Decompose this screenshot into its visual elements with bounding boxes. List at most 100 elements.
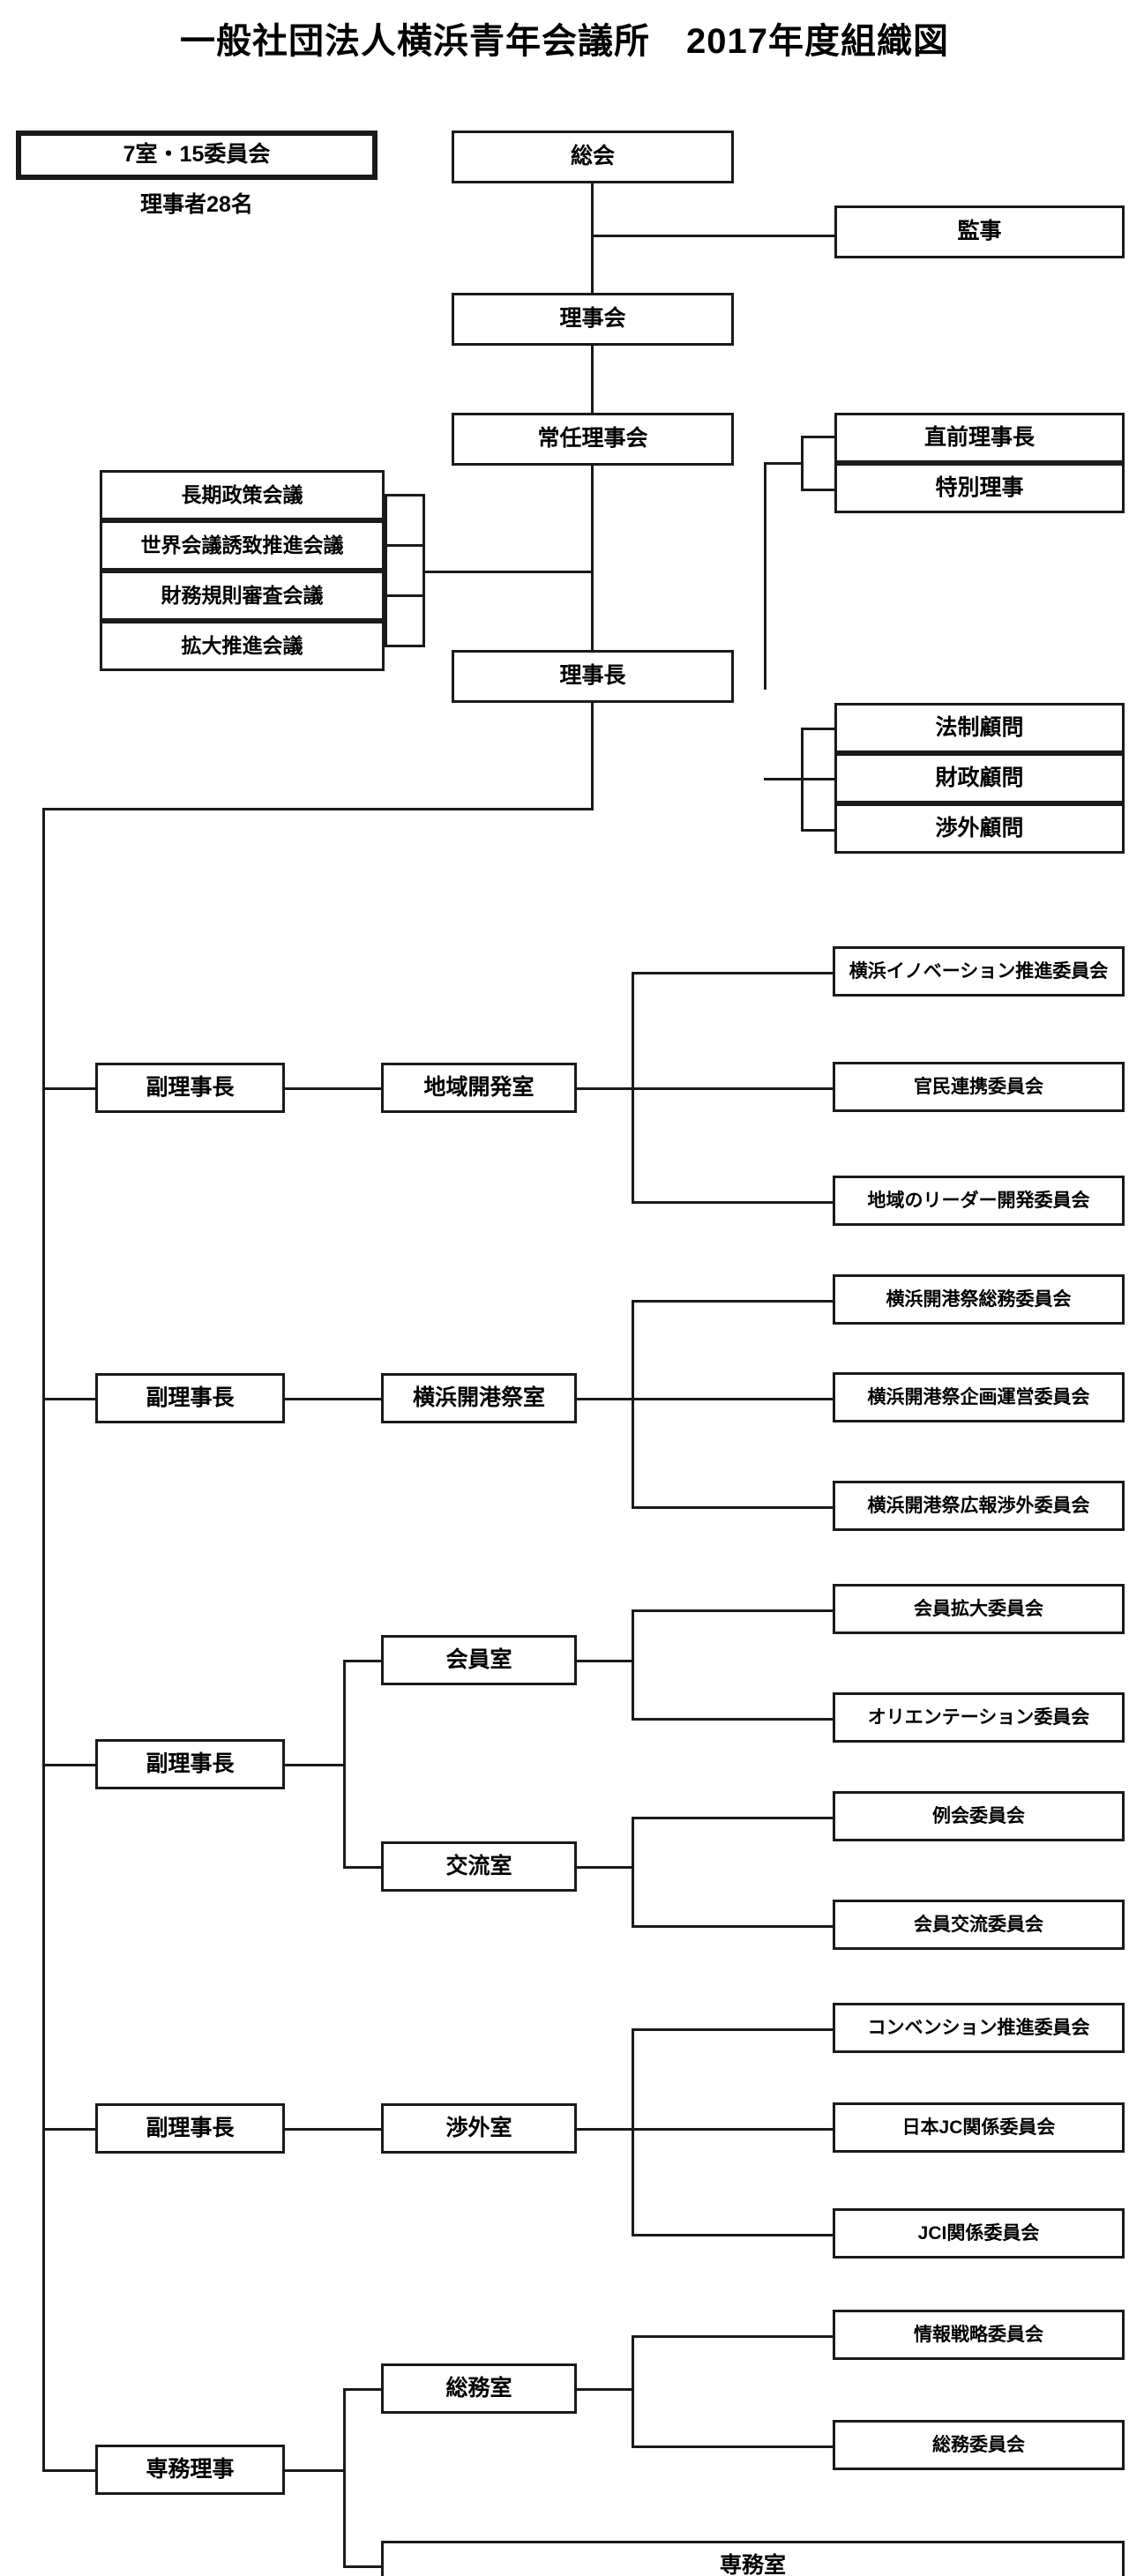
connector-division-4-officer-out (283, 2469, 345, 2472)
node-committee-2-0-0-label: 会員拡大委員会 (914, 1598, 1043, 1619)
node-room-2-1: 交流室 (381, 1841, 577, 1892)
connector-council-3-stub (385, 645, 425, 647)
node-council-3: 拡大推進会議 (100, 621, 385, 671)
node-committee-1-0-0: 横浜開港祭総務委員会 (833, 1274, 1125, 1325)
page-title: 一般社団法人横浜青年会議所 2017年度組織図 (180, 22, 949, 61)
node-president-label: 理事長 (559, 663, 626, 689)
connector-special-officers-outer-spine (764, 462, 766, 690)
connector-division-0-stub (42, 1087, 95, 1090)
connector-room-0-0-out (575, 1087, 633, 1090)
node-council-3-label: 拡大推進会議 (181, 633, 303, 657)
node-room-2-0: 会員室 (381, 1635, 577, 1685)
node-committee-1-0-2-label: 横浜開港祭広報渉外委員会 (867, 1495, 1090, 1516)
connector-room-2-0-committee-spine (632, 1609, 634, 1721)
connector-room-4-0-stub (343, 2388, 383, 2391)
node-auditor-label: 監事 (957, 219, 1002, 244)
connector-division-4-stub (42, 2469, 95, 2472)
node-division-3-officer: 副理事長 (95, 2103, 285, 2154)
connector-president-to-left-trunk (42, 808, 594, 810)
summary-rooms-committees-label: 7室・15委員会 (123, 142, 271, 168)
connector-councils-spine (385, 494, 387, 647)
connector-committee-1-0-0-stub (632, 1300, 834, 1303)
connector-committee-4-0-0-stub (632, 2335, 834, 2338)
connector-room-2-0-out (575, 1660, 633, 1662)
connector-room-1-0-out (575, 1398, 633, 1400)
connector-division-2-rooms-spine (343, 1660, 346, 1869)
connector-committee-3-0-2-stub (632, 2234, 834, 2236)
node-committee-0-0-2-label: 地域のリーダー開発委員会 (867, 1190, 1090, 1211)
connector-room-4-1-stub (343, 2565, 383, 2568)
node-standing-board-label: 常任理事会 (537, 426, 648, 452)
node-committee-1-0-1-label: 横浜開港祭企画運営委員会 (867, 1386, 1090, 1407)
connector-division-3-stub (42, 2128, 95, 2131)
node-committee-1-0-0-label: 横浜開港祭総務委員会 (886, 1288, 1072, 1310)
node-committee-3-0-2: JCI関係委員会 (833, 2208, 1125, 2259)
connector-council-2-stub (385, 594, 425, 597)
connector-room-1-0-committee-spine (632, 1300, 634, 1509)
node-committee-0-0-2: 地域のリーダー開発委員会 (833, 1176, 1125, 1226)
connector-councils-to-president (422, 571, 593, 573)
node-room-1-0-label: 横浜開港祭室 (412, 1385, 545, 1410)
connector-advisors-to-trunk (764, 778, 803, 780)
node-advisor-2: 渉外顧問 (834, 803, 1125, 854)
node-room-0-0-label: 地域開発室 (423, 1074, 535, 1100)
node-advisor-2-label: 渉外顧問 (935, 815, 1024, 840)
connector-committee-2-1-0-stub (632, 1817, 834, 1819)
connector-committee-0-0-1-stub (632, 1087, 834, 1090)
connector-room-2-1-committee-spine (632, 1817, 634, 1928)
node-division-3-officer-label: 副理事長 (146, 2115, 235, 2140)
connector-advisor-0-stub (801, 728, 836, 730)
node-division-4-officer: 専務理事 (95, 2445, 285, 2495)
connector-special-officer-1-stub (801, 489, 836, 491)
node-room-3-0-label: 渉外室 (445, 2115, 512, 2140)
connector-committee-0-0-2-stub (632, 1201, 834, 1204)
node-advisor-0: 法制顧問 (834, 703, 1125, 753)
connector-committee-1-0-1-stub (632, 1398, 834, 1400)
connector-committee-2-0-1-stub (632, 1718, 834, 1721)
node-general-meeting: 総会 (452, 131, 734, 183)
node-committee-0-0-0-label: 横浜イノベーション推進委員会 (849, 960, 1109, 982)
node-advisor-0-label: 法制顧問 (935, 714, 1024, 740)
connector-division-2-officer-out (283, 1764, 345, 1766)
node-council-0: 長期政策会議 (100, 470, 385, 520)
node-council-1: 世界会議誘致推進会議 (100, 520, 385, 571)
node-committee-4-0-0-label: 情報戦略委員会 (914, 2324, 1043, 2345)
connector-division-4-rooms-spine (343, 2388, 346, 2568)
node-room-4-0-label: 総務室 (445, 2375, 512, 2401)
node-committee-2-0-0: 会員拡大委員会 (833, 1584, 1125, 1634)
node-committee-4-0-1: 総務委員会 (833, 2420, 1125, 2470)
connector-council-0-stub (385, 494, 425, 497)
node-council-2: 財務規則審査会議 (100, 571, 385, 621)
node-room-4-1-label: 専務室 (719, 2552, 786, 2576)
node-committee-2-0-1: オリエンテーション委員会 (833, 1692, 1125, 1743)
node-committee-3-0-0-label: コンベンション推進委員会 (867, 2017, 1090, 2038)
node-division-1-officer: 副理事長 (95, 1373, 285, 1423)
node-special-officer-0-label: 直前理事長 (923, 424, 1035, 450)
connector-committee-3-0-0-stub (632, 2028, 834, 2031)
connector-committee-4-0-1-stub (632, 2445, 834, 2448)
connector-division-3-officer-to-room (283, 2128, 383, 2131)
node-committee-0-0-0: 横浜イノベーション推進委員会 (833, 946, 1125, 997)
summary-rooms-committees-box: 7室・15委員会 (16, 131, 378, 180)
node-general-meeting-label: 総会 (570, 144, 615, 169)
node-committee-2-1-0: 例会委員会 (833, 1791, 1125, 1841)
node-room-2-0-label: 会員室 (445, 1646, 512, 1672)
node-division-4-officer-label: 専務理事 (146, 2456, 235, 2482)
connector-room-2-1-stub (343, 1866, 383, 1869)
connector-committee-2-0-0-stub (632, 1609, 834, 1612)
connector-committee-3-0-1-stub (632, 2128, 834, 2131)
node-council-1-label: 世界会議誘致推進会議 (140, 533, 344, 556)
node-committee-2-1-1: 会員交流委員会 (833, 1900, 1125, 1950)
node-committee-2-1-0-label: 例会委員会 (932, 1805, 1025, 1826)
node-committee-0-0-1: 官民連携委員会 (833, 1062, 1125, 1112)
node-division-0-officer: 副理事長 (95, 1063, 285, 1113)
node-advisor-1-label: 財政顧問 (935, 765, 1024, 790)
node-division-0-officer-label: 副理事長 (146, 1074, 235, 1100)
connector-standing-to-president (591, 463, 594, 653)
connector-special-officers-to-trunk (764, 462, 803, 465)
node-auditor: 監事 (834, 205, 1125, 258)
node-committee-1-0-2: 横浜開港祭広報渉外委員会 (833, 1481, 1125, 1531)
connector-room-3-0-committee-spine (632, 2028, 634, 2236)
node-division-2-officer: 副理事長 (95, 1739, 285, 1789)
